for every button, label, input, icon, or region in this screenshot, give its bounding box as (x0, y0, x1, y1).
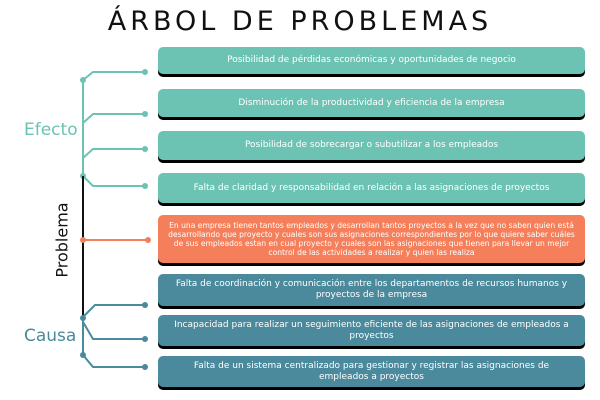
causa-box: Falta de un sistema centralizado para ge… (158, 356, 585, 387)
efecto-label: Efecto (24, 120, 78, 140)
causa-box: Falta de coordinación y comunicación ent… (158, 274, 585, 306)
causa-box: Incapacidad para realizar un seguimiento… (158, 315, 585, 346)
problema-label: Problema (52, 202, 72, 278)
efecto-box: Disminución de la productividad y eficie… (158, 89, 585, 117)
page-title: ÁRBOL DE PROBLEMAS (107, 6, 493, 37)
problema-box: En una empresa tienen tantos empleados y… (158, 215, 585, 263)
efecto-box: Falta de claridad y responsabilidad en r… (158, 173, 585, 203)
efecto-box: Posibilidad de sobrecargar o subutilizar… (158, 131, 585, 160)
causa-label: Causa (24, 326, 77, 346)
efecto-box: Posibilidad de pérdidas económicas y opo… (158, 47, 585, 74)
